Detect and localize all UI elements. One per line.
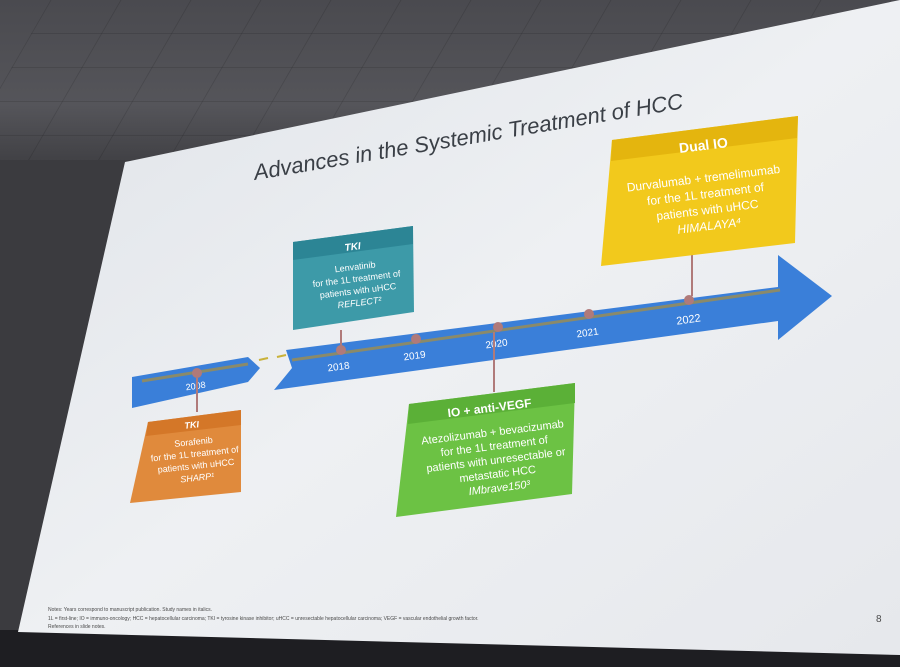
slide-notes-line3: References in slide notes. bbox=[48, 624, 106, 630]
sorafenib-study: SHARP¹ bbox=[180, 471, 215, 485]
durvalumab-card: Dual IO Durvalumab + tremelimumab for th… bbox=[601, 116, 798, 266]
year-label-2020: 2020 bbox=[485, 337, 509, 351]
year-label-2021: 2021 bbox=[576, 326, 600, 340]
timeline-break-mark bbox=[258, 357, 269, 361]
milestone-dot-2020 bbox=[493, 322, 503, 332]
milestone-dot-2021 bbox=[584, 309, 594, 319]
lenvatinib-card: TKI Lenvatinib for the 1L treatment of p… bbox=[293, 226, 414, 330]
atezolizumab-card: IO + anti-VEGF Atezolizumab + bevacizuma… bbox=[396, 383, 575, 517]
sorafenib-card: TKI Sorafenib for the 1L treatment of pa… bbox=[130, 410, 241, 503]
atezolizumab-card-header bbox=[408, 383, 575, 424]
sorafenib-card-header bbox=[146, 410, 241, 436]
year-label-2019: 2019 bbox=[403, 349, 427, 363]
durvalumab-card-header bbox=[611, 116, 798, 161]
timeline-break-mark bbox=[276, 354, 287, 358]
sorafenib-drug: Sorafenib bbox=[174, 435, 213, 449]
slide-notes-line1: Notes: Years correspond to manuscript pu… bbox=[48, 607, 212, 613]
sorafenib-card-header-text: TKI bbox=[184, 419, 200, 431]
timeline-line-main bbox=[291, 288, 781, 362]
milestone-dot-2019 bbox=[411, 334, 421, 344]
lenvatinib-card-header-text: TKI bbox=[344, 241, 362, 254]
slide-notes-line2: 1L = first-line; IO = immuno-oncology; H… bbox=[48, 616, 479, 622]
lenvatinib-card-header bbox=[293, 226, 413, 260]
milestone-dot-2018 bbox=[336, 345, 346, 355]
milestone-dot-2022 bbox=[684, 295, 694, 305]
year-label-2022: 2022 bbox=[676, 312, 702, 327]
durvalumab-card-header-text: Dual IO bbox=[678, 134, 729, 156]
slide-background bbox=[18, 0, 900, 655]
year-label-2018: 2018 bbox=[327, 360, 351, 374]
year-label-2008: 2008 bbox=[185, 380, 206, 393]
lenvatinib-drug: Lenvatinib bbox=[334, 259, 376, 274]
slide-page-number: 8 bbox=[876, 614, 882, 625]
milestone-dot-2008 bbox=[192, 368, 202, 378]
